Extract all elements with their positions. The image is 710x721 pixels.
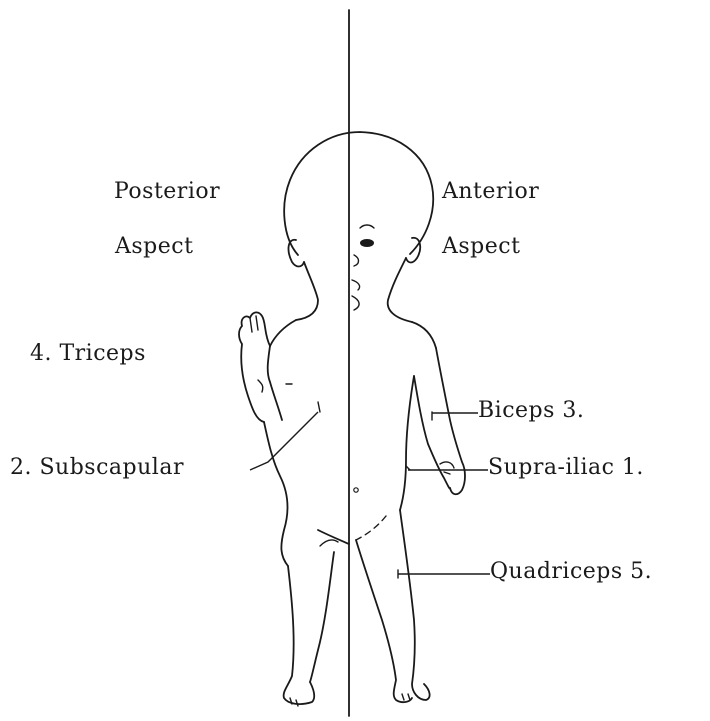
right-leg-inner xyxy=(356,540,412,702)
left-arm-outer xyxy=(239,312,270,422)
left-shoulder xyxy=(270,320,296,346)
left-elbow-detail xyxy=(258,380,263,392)
right-hand-fingers xyxy=(440,462,454,474)
left-buttock-crease xyxy=(320,540,338,546)
head-outline xyxy=(284,132,433,255)
triceps-label: 4. Triceps xyxy=(30,341,146,366)
biceps-label: Biceps 3. xyxy=(478,398,584,423)
mouth xyxy=(352,280,360,290)
posterior-heading: Posterior xyxy=(114,179,220,204)
right-leg-outer xyxy=(400,510,430,700)
left-torso xyxy=(264,422,288,566)
navel xyxy=(354,488,358,492)
chin xyxy=(352,296,359,310)
anterior-heading: Anterior xyxy=(442,179,539,204)
right-toes xyxy=(402,694,410,700)
suprailiac-label: Supra-iliac 1. xyxy=(488,455,644,480)
left-arm-inner xyxy=(268,346,282,420)
nose xyxy=(354,255,359,266)
subscapular-label: 2. Subscapular xyxy=(10,455,184,480)
eyebrow xyxy=(360,225,374,228)
subscapular-site-mark xyxy=(318,402,320,412)
neck-right xyxy=(388,258,412,322)
right-groin-line xyxy=(356,516,386,540)
anterior-subheading: Aspect xyxy=(442,234,520,259)
left-hand-fingers xyxy=(250,316,258,332)
right-torso xyxy=(400,376,414,510)
left-leg-inner xyxy=(310,552,334,682)
left-buttock xyxy=(318,530,349,544)
posterior-subheading: Aspect xyxy=(115,234,193,259)
neck-left xyxy=(296,262,318,320)
quadriceps-label: Quadriceps 5. xyxy=(490,559,652,584)
right-shoulder xyxy=(412,322,436,348)
eye xyxy=(360,239,374,247)
left-leg-outer xyxy=(284,566,315,704)
